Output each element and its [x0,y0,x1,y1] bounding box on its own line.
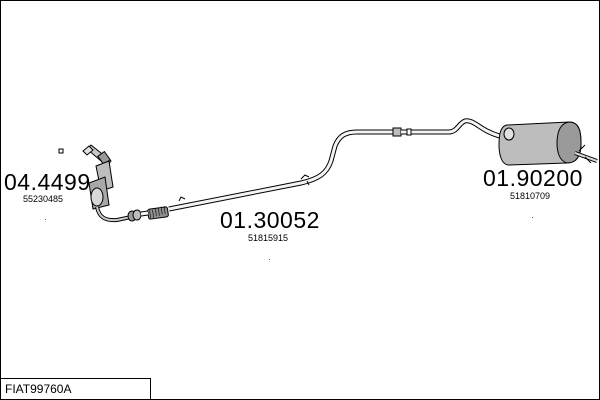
catalytic-converter-part[interactable] [58,144,137,223]
oem-number-rear: 51810709 [510,191,551,201]
leader-dot-front [45,219,46,220]
middle-pipe-part[interactable] [132,127,402,221]
part-number-rear: 01.90200 [483,165,583,191]
leader-dot-middle [269,259,270,260]
part-number-front: 04.4499 [4,169,91,195]
part-number-middle: 01.30052 [220,207,320,233]
oem-number-middle: 51815915 [248,233,289,243]
vehicle-code-box: FIAT99760A [1,378,151,399]
leader-dot-rear [532,217,533,218]
sensor-marker [58,148,64,154]
oem-number-front: 55230485 [23,194,64,204]
vehicle-code: FIAT99760A [5,382,72,396]
rear-silencer-part[interactable] [401,118,598,166]
